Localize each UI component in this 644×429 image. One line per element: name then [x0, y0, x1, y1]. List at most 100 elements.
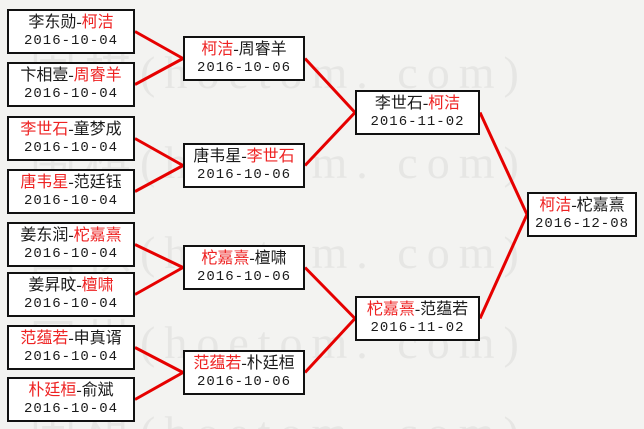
player-name: 李世石	[374, 94, 423, 112]
match-date: 2016-10-04	[23, 245, 118, 262]
match-date: 2016-11-02	[370, 319, 465, 336]
winner-name: 柯洁	[428, 94, 461, 112]
match-date: 2016-10-04	[23, 348, 118, 365]
dash-separator: -	[76, 13, 82, 31]
match-date: 2016-10-04	[23, 400, 118, 417]
match-players: 朴廷桓-俞斌	[28, 381, 113, 401]
player-name: 唐韦星	[193, 147, 242, 165]
dash-separator: -	[76, 276, 82, 294]
match-players: 柁嘉熹-范蕴若	[367, 300, 468, 320]
dash-separator: -	[68, 173, 74, 191]
player-name: 范廷钰	[73, 173, 122, 191]
player-name: 朴廷桓	[246, 354, 295, 372]
dash-separator: -	[241, 354, 247, 372]
match-date: 2016-11-02	[370, 113, 465, 130]
match-date: 2016-10-04	[23, 139, 118, 156]
match-players: 姜东润-柁嘉熹	[20, 226, 121, 246]
match-players: 李东勋-柯洁	[28, 13, 113, 33]
match-players: 柯洁-周睿羊	[201, 40, 286, 60]
dash-separator: -	[233, 40, 239, 58]
winner-name: 唐韦星	[20, 173, 69, 191]
match-players: 柯洁-柁嘉熹	[539, 196, 624, 216]
match-date: 2016-10-04	[23, 295, 118, 312]
dash-separator: -	[422, 94, 429, 112]
connector-line	[478, 111, 529, 216]
match-date: 2016-10-06	[196, 166, 291, 183]
dash-separator: -	[571, 196, 577, 214]
connector-line	[134, 266, 184, 296]
player-name: 童梦成	[73, 120, 122, 138]
match-players: 姜昇旼-檀啸	[28, 276, 113, 296]
winner-name: 柯洁	[539, 196, 572, 214]
dash-separator: -	[76, 381, 82, 399]
player-name: 檀啸	[254, 249, 287, 267]
winner-name: 李世石	[20, 120, 69, 138]
winner-name: 檀啸	[81, 276, 114, 294]
connector-line	[134, 346, 184, 374]
connector-line	[134, 164, 184, 193]
dash-separator: -	[68, 66, 74, 84]
connector-line	[303, 57, 357, 114]
connector-line	[134, 57, 184, 86]
match-players: 范蕴若-朴廷桓	[193, 354, 294, 374]
winner-name: 范蕴若	[20, 329, 69, 347]
connector-line	[303, 317, 357, 374]
dash-separator: -	[414, 300, 421, 318]
match-players: 李世石-童梦成	[20, 120, 121, 140]
match-date: 2016-10-04	[23, 85, 118, 102]
match-players: 李世石-柯洁	[375, 94, 460, 114]
connector-line	[303, 111, 357, 167]
winner-name: 柁嘉熹	[73, 226, 122, 244]
winner-name: 朴廷桓	[28, 381, 77, 399]
winner-name: 周睿羊	[73, 66, 122, 84]
connector-line	[134, 243, 184, 269]
winner-name: 柯洁	[201, 40, 234, 58]
connector-line	[134, 137, 184, 167]
dash-separator: -	[241, 147, 247, 165]
winner-name: 柁嘉熹	[201, 249, 250, 267]
match-date: 2016-10-06	[196, 59, 291, 76]
winner-name: 柁嘉熹	[366, 300, 415, 318]
player-name: 卞相壹	[20, 66, 69, 84]
match-players: 唐韦星-范廷钰	[20, 173, 121, 193]
match-date: 2016-10-06	[196, 268, 291, 285]
dash-separator: -	[68, 329, 74, 347]
connector-line	[134, 30, 184, 60]
player-name: 申真谞	[73, 329, 122, 347]
connector-line	[134, 371, 184, 401]
player-name: 李东勋	[28, 13, 77, 31]
dash-separator: -	[68, 226, 74, 244]
player-name: 姜东润	[20, 226, 69, 244]
connector-line	[303, 266, 357, 320]
dash-separator: -	[249, 249, 255, 267]
match-date: 2016-12-08	[534, 215, 629, 232]
winner-name: 柯洁	[81, 13, 114, 31]
match-players: 范蕴若-申真谞	[20, 329, 121, 349]
player-name: 柁嘉熹	[576, 196, 625, 214]
match-date: 2016-10-06	[196, 373, 291, 390]
winner-name: 李世石	[246, 147, 295, 165]
player-name: 俞斌	[81, 381, 114, 399]
match-date: 2016-10-04	[23, 32, 118, 49]
match-date: 2016-10-04	[23, 192, 118, 209]
player-name: 范蕴若	[420, 300, 469, 318]
match-players: 唐韦星-李世石	[193, 147, 294, 167]
player-name: 姜昇旼	[28, 276, 77, 294]
winner-name: 范蕴若	[193, 354, 242, 372]
